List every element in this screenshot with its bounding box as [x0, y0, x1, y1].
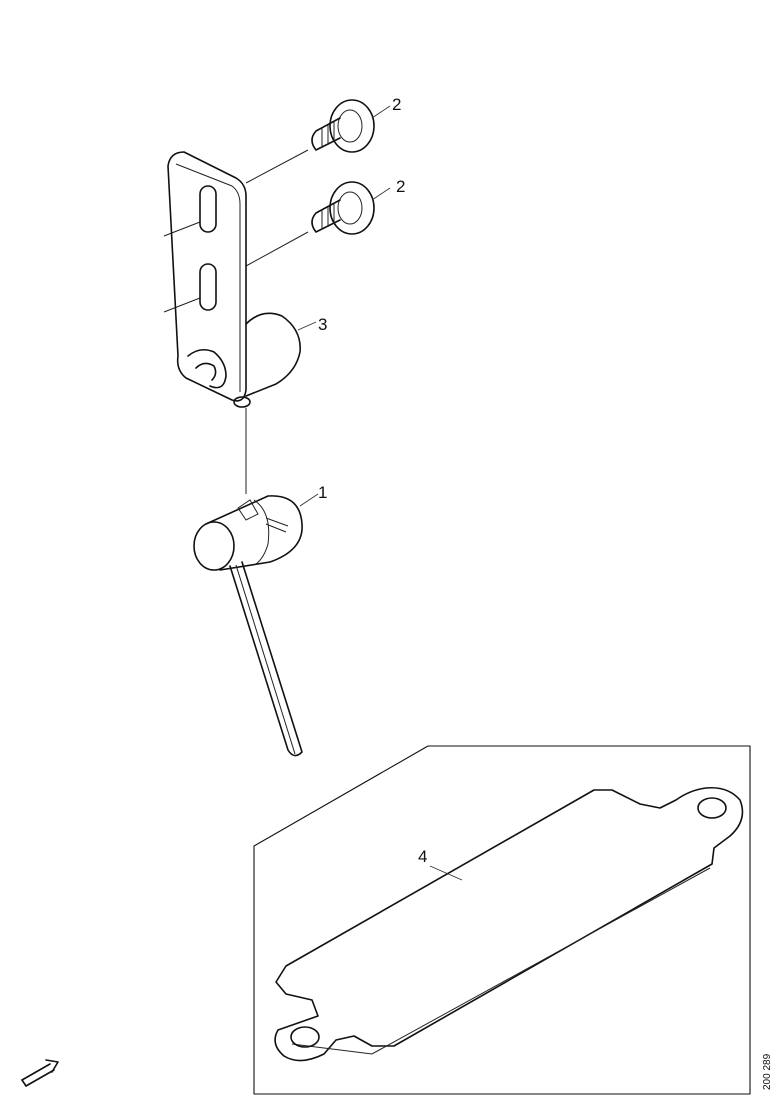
callout-screw-lower: 2	[396, 177, 405, 196]
screw-upper	[311, 99, 391, 153]
inset-frame	[253, 745, 751, 1095]
guide-line	[163, 221, 201, 237]
direction-arrow-icon	[21, 1059, 59, 1087]
callout-bracket-cap: 3	[318, 315, 327, 334]
callout-hinge-pin: 1	[318, 483, 327, 502]
callout-screw-upper: 2	[392, 95, 401, 114]
guide-line	[163, 297, 201, 313]
mounting-plate	[274, 786, 744, 1062]
hinge-bracket	[167, 151, 317, 408]
screw-lower	[311, 181, 391, 235]
guide-line	[245, 231, 309, 267]
hinge-pin	[193, 493, 319, 757]
guide-line	[245, 149, 309, 184]
callout-plate: 4	[418, 847, 427, 866]
document-number: 200 289	[762, 1053, 773, 1090]
